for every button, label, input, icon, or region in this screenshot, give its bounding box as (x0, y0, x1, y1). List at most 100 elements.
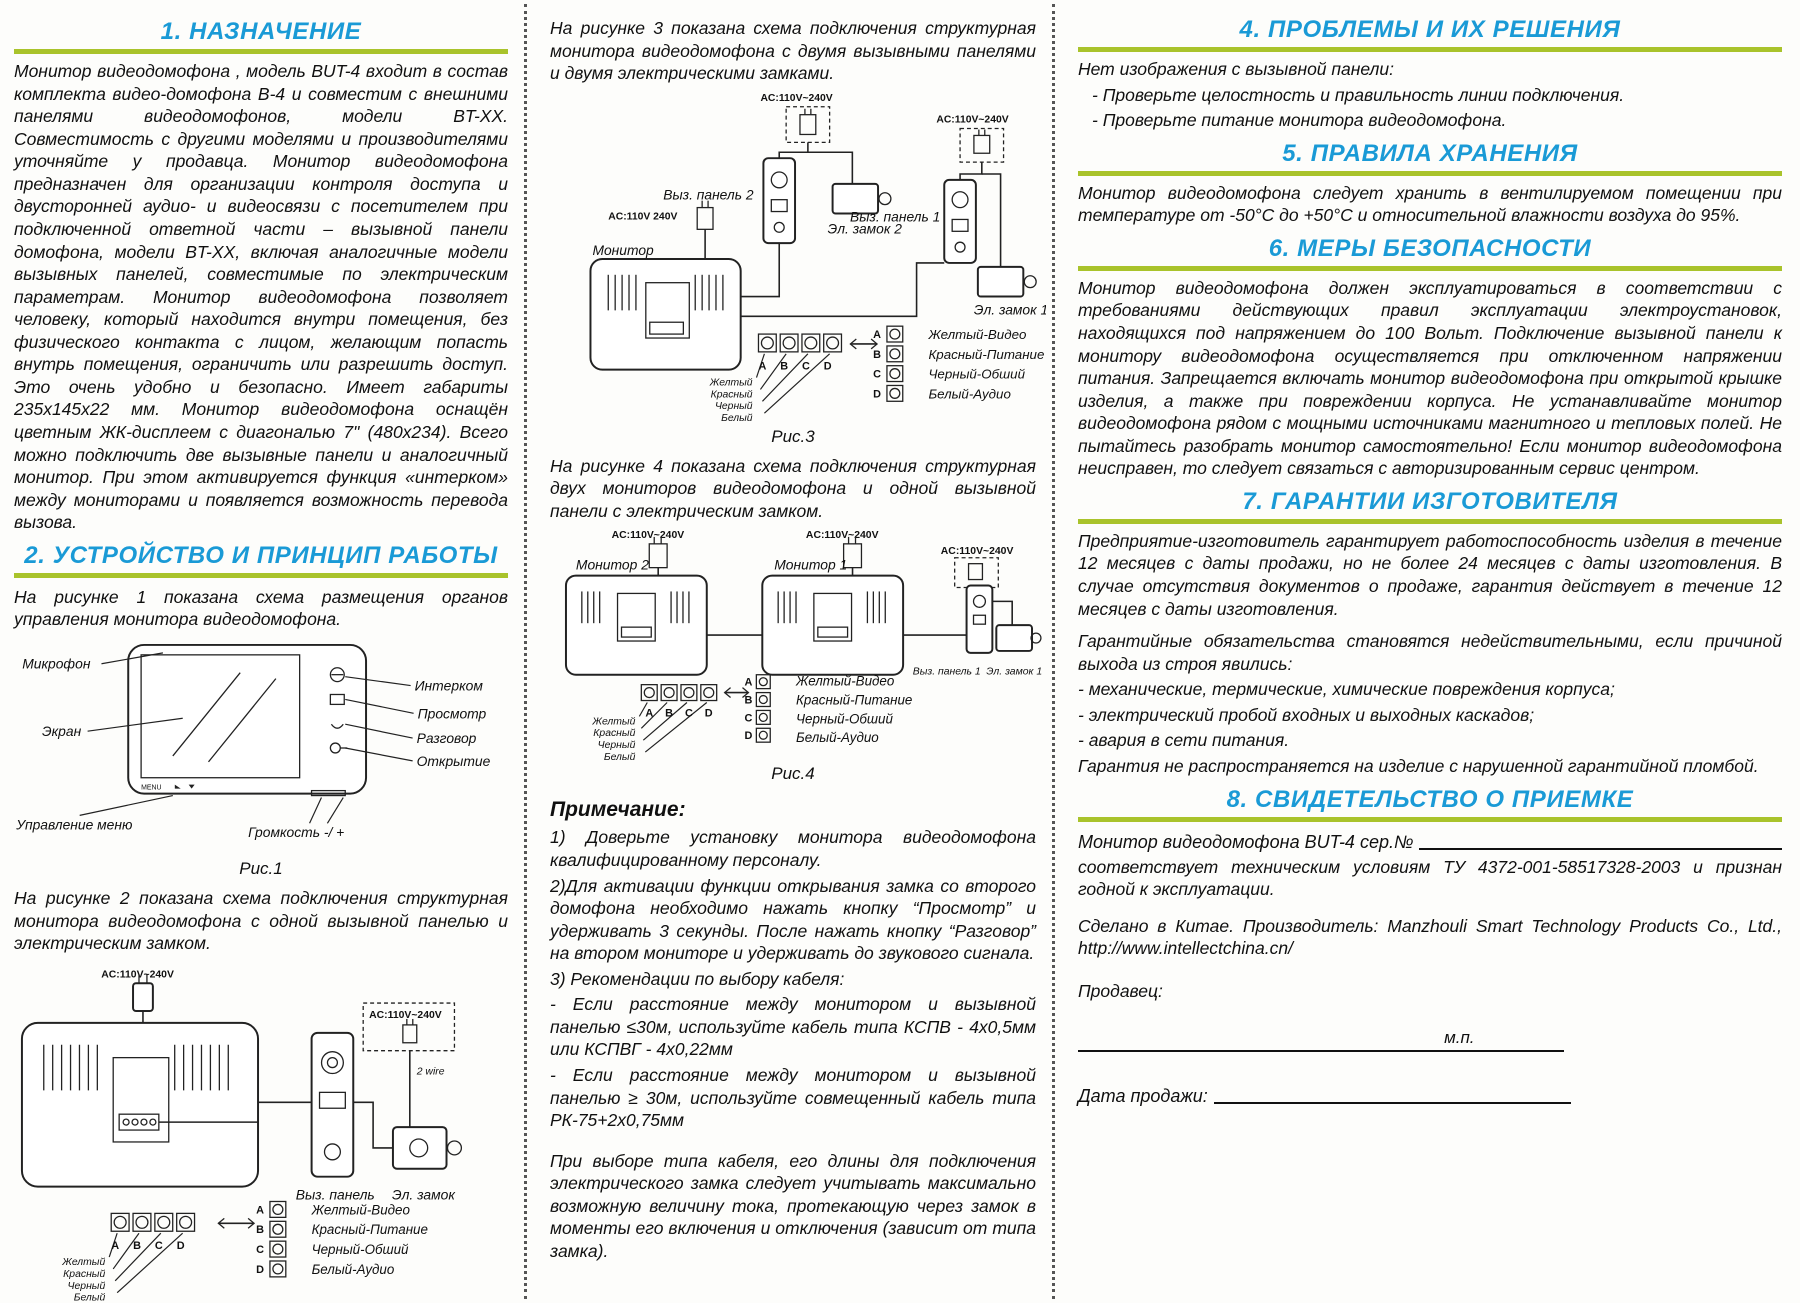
fig3-ac-top-label: AC:110V~240V (760, 93, 832, 104)
fig1-label-talk: Разговор (417, 730, 477, 746)
terminal-letter-d: D (177, 1240, 185, 1252)
power-plug-icon (785, 105, 831, 143)
fig1-caption: Рис.1 (239, 858, 283, 878)
section-7-underline (1078, 518, 1782, 524)
terminal-strip (886, 325, 904, 402)
legend-power: Красный-Питание (312, 1222, 428, 1237)
double-arrow-icon (217, 1217, 256, 1229)
legend-video: Желтый-Видео (311, 1202, 411, 1217)
terminal-letter-b: B (133, 1240, 141, 1252)
section-4-underline (1078, 47, 1782, 52)
fig4-monitor1-label: Монитор 1 (774, 557, 847, 573)
fig2-panel-label: Выз. панель (296, 1186, 375, 1202)
strip-letter-d: D (745, 731, 753, 743)
terminal-letter-a: A (111, 1240, 119, 1252)
figure-2-diagram: AC:110V~240V (20, 969, 463, 1303)
legend-audio: Белый-Аудио (312, 1262, 395, 1277)
power-plug-icon (132, 973, 154, 1012)
fig1-label-microphone: Микрофон (22, 656, 91, 672)
fig4-lock1-label: Эл. замок 1 (986, 667, 1042, 678)
power-adapter-icon (954, 557, 999, 589)
double-arrow-icon (723, 687, 750, 699)
fig3-ac-monitor-label: AC:110V 240V (608, 211, 677, 222)
fig3-ac-right-label: AC:110V~240V (936, 114, 1008, 125)
monitor-2-back (564, 574, 708, 677)
fig4-monitor2-label: Монитор 2 (576, 557, 649, 573)
strip-letter-a: A (745, 677, 753, 689)
wire-white-label: Белый (604, 752, 636, 762)
section-6-title: 6. МЕРЫ БЕЗОПАСНОСТИ (1268, 234, 1592, 262)
power-adapter: AC:110V~240V (362, 1002, 456, 1051)
fig3-lock2-label: Эл. замок 2 (828, 220, 903, 236)
figure-1-diagram: MENU Микрофон Экран Управление меню Инте… (15, 643, 491, 840)
fig2-two-wire-label: 2 wire (416, 1066, 445, 1077)
fig1-label-screen: Экран (42, 723, 82, 739)
fig3-panel2-label: Выз. панель 2 (663, 186, 754, 202)
volume-rocker (310, 789, 346, 797)
monitor-back (20, 1021, 260, 1188)
door-panel (310, 1031, 355, 1178)
serial-number-row: Монитор видеодомофона BUT-4 сер.№ (1078, 832, 1782, 853)
connector-recess (112, 1056, 170, 1143)
section-1-header: 1. НАЗНАЧЕНИЕ (14, 18, 508, 54)
strip-letter-b: B (873, 348, 881, 360)
fig3-caption: Рис.3 (771, 426, 815, 446)
section-5-header: 5. ПРАВИЛА ХРАНЕНИЯ (1078, 140, 1782, 176)
fig1-label-menu-control: Управление меню (15, 816, 132, 832)
fig1-label-intercom: Интерком (415, 677, 484, 693)
terminal-strip (269, 1200, 287, 1278)
power-plug-right-icon (959, 127, 1005, 163)
strip-letter-c: C (256, 1244, 264, 1256)
section-7-li1: - механические, термические, химические … (1078, 679, 1615, 700)
fig4-caption: Рис.4 (771, 764, 815, 784)
section-6-underline (1078, 265, 1782, 271)
wire-black-label: Черный (715, 401, 753, 412)
terminal-letter-b: B (665, 708, 673, 720)
monitor-back (589, 257, 742, 371)
door-panel-1 (943, 178, 977, 264)
terminal-strip (755, 674, 771, 744)
terminal-letter-c: C (802, 360, 810, 372)
strip-letter-b: B (256, 1224, 264, 1236)
fig4-intro: На рисунке 4 показана схема подключения … (550, 455, 1036, 521)
terminal-letter-c: C (685, 708, 693, 720)
fig4-ac-mid-label: AC:110V~240V (806, 530, 879, 541)
fig2-ac-adapter-label: AC:110V~240V (369, 1010, 442, 1021)
section-4-line1: Нет изображения с вызывной панели: (1078, 59, 1395, 79)
column-separator-2 (1052, 4, 1055, 1299)
section-7-p3: Гарантия не распространяется на изделие … (1078, 755, 1759, 776)
section-4-header: 4. ПРОБЛЕМЫ И ИХ РЕШЕНИЯ (1078, 16, 1782, 52)
door-panel-2 (762, 156, 797, 244)
terminal-letter-c: C (155, 1240, 163, 1252)
strip-letter-a: A (873, 329, 881, 341)
note-1: 1) Доверьте установку монитора видеодомо… (550, 827, 1036, 870)
seller-label: Продавец: (1078, 980, 1163, 1001)
wire-black-label: Черный (598, 740, 636, 751)
section-8-p1: соответствует техническим условиям ТУ 43… (1078, 856, 1782, 900)
column-1: 1. НАЗНАЧЕНИЕ Монитор видеодомофона , мо… (6, 0, 516, 1303)
intercom-icon (329, 667, 345, 683)
section-5-title: 5. ПРАВИЛА ХРАНЕНИЯ (1282, 139, 1578, 167)
legend-ground: Черный-Обший (312, 1242, 409, 1257)
strip-letter-d: D (256, 1264, 264, 1276)
vent-slots (43, 1044, 229, 1091)
monitor-1-back (761, 574, 905, 677)
sale-date-row: Дата продажи: (1078, 1086, 1571, 1107)
section-7-li3: - авария в сети питания. (1078, 730, 1290, 751)
section-5-underline (1078, 170, 1782, 176)
fig4-panel1-label: Выз. панель 1 (913, 667, 981, 678)
section-7-p2: Гарантийные обязательства становятся нед… (1078, 631, 1782, 674)
seller-blank-line (1078, 1050, 1564, 1053)
section-7-title: 7. ГАРАНТИИ ИЗГОТОВИТЕЛЯ (1242, 487, 1618, 515)
fig3-panel1-label: Выз. панель 1 (850, 208, 940, 224)
fig1-label-volume: Громкость -/ + (248, 824, 344, 840)
electric-lock-1 (995, 624, 1042, 653)
terminal-letter-b: B (780, 360, 788, 372)
serial-blank-line (1419, 847, 1782, 850)
section-6-body: Монитор видеодомофона должен эксплуатиро… (1078, 277, 1782, 479)
section-6-header: 6. МЕРЫ БЕЗОПАСНОСТИ (1078, 235, 1782, 271)
section-4-line3: - Проверьте питание монитора видеодомофо… (1092, 110, 1507, 131)
strip-letter-b: B (745, 695, 753, 707)
section-4-line2: - Проверьте целостность и правильность л… (1092, 84, 1625, 105)
